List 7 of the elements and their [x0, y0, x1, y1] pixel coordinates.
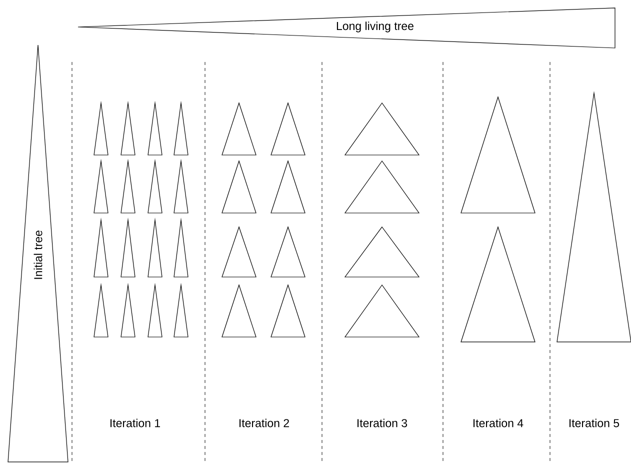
long-triangle: Long living tree	[78, 8, 616, 48]
iteration-label: Iteration 2	[240, 418, 289, 428]
iteration-label: Iteration 5	[570, 418, 620, 428]
iteration-label: Iteration 1	[110, 418, 160, 428]
iteration-label: Iteration 4	[474, 418, 524, 428]
tall-triangle: Initial tree	[8, 44, 68, 462]
iteration-label: Iteration 3	[358, 418, 408, 428]
